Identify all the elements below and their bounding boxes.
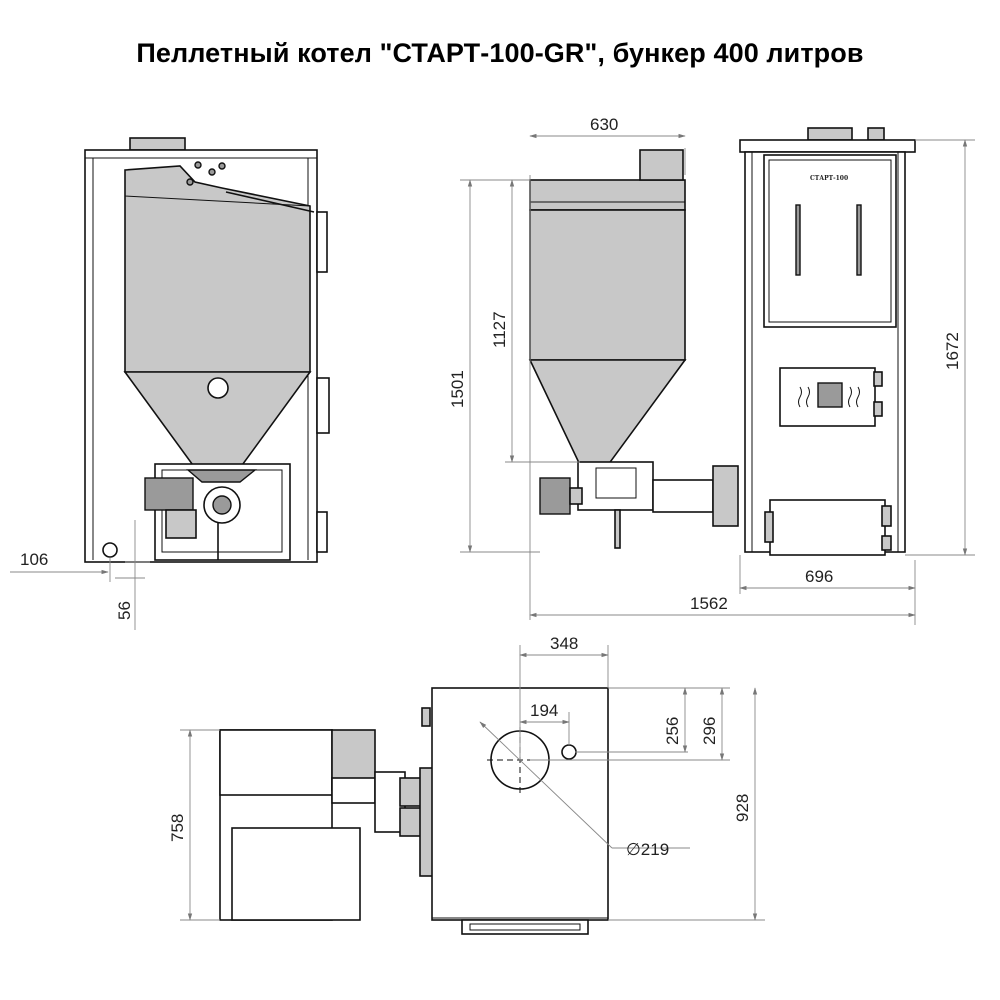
top-dimensions: 348 194 256 296 928 758 ∅219 xyxy=(168,634,765,921)
dim-194: 194 xyxy=(530,701,558,720)
front-inspection-hole xyxy=(207,377,229,399)
side-boiler-top xyxy=(739,139,916,153)
dim-928: 928 xyxy=(733,794,752,822)
dim-256: 256 xyxy=(663,717,682,745)
dim-758: 758 xyxy=(168,814,187,842)
front-handle-bottom xyxy=(316,511,328,553)
dim-1562: 1562 xyxy=(690,594,728,613)
dim-56: 56 xyxy=(115,601,134,620)
side-hopper xyxy=(529,209,686,361)
side-view: СТАРТ-100 xyxy=(528,127,916,556)
top-connection xyxy=(561,744,577,760)
side-hopper-cone xyxy=(528,359,687,466)
side-upper-door xyxy=(763,154,897,328)
page-title: Пеллетный котел "СТАРТ-100-GR", бункер 4… xyxy=(136,38,864,68)
side-ash-drum xyxy=(769,499,886,556)
top-view xyxy=(219,687,609,935)
side-logo: СТАРТ-100 xyxy=(810,175,848,182)
dim-1127: 1127 xyxy=(490,311,509,348)
front-handle-top xyxy=(316,211,328,273)
side-feeder xyxy=(577,461,654,511)
front-dimensions: 106 56 xyxy=(10,520,150,630)
front-handle-middle xyxy=(316,377,330,434)
dim-219: ∅219 xyxy=(626,840,669,859)
side-display xyxy=(817,382,843,408)
top-hopper-opening xyxy=(231,827,361,921)
dim-1501: 1501 xyxy=(448,370,467,408)
dim-296: 296 xyxy=(700,717,719,745)
side-dimensions: 630 1127 1501 1672 696 1562 xyxy=(448,115,975,625)
side-hopper-lid xyxy=(529,179,686,211)
front-drain xyxy=(102,542,118,558)
front-view xyxy=(84,137,330,563)
dim-630: 630 xyxy=(590,115,618,134)
side-auger-tube xyxy=(652,479,714,513)
dim-348: 348 xyxy=(550,634,578,653)
front-motor xyxy=(144,477,194,511)
dim-696: 696 xyxy=(805,567,833,586)
side-feed-motor xyxy=(539,477,571,515)
dim-1672: 1672 xyxy=(943,332,962,370)
dim-106: 106 xyxy=(20,550,48,569)
